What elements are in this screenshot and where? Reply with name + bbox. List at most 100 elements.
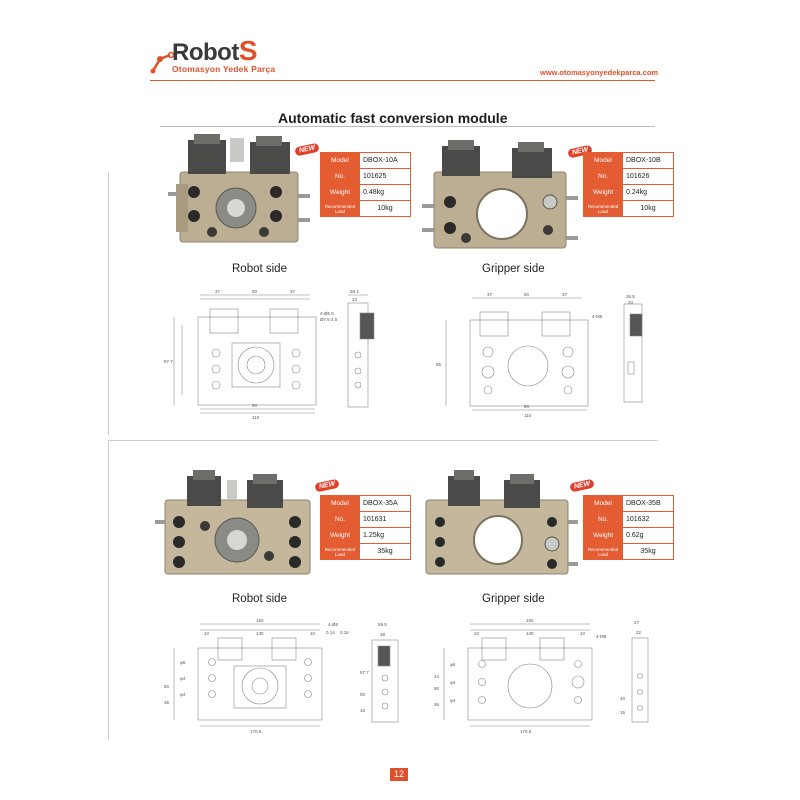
dim-text: 37 xyxy=(562,292,568,297)
spec-label-model: Model xyxy=(320,495,360,512)
dim-text: 130 xyxy=(256,631,264,636)
new-badge: NEW xyxy=(569,478,596,493)
spec-no-value: 101626 xyxy=(622,168,674,185)
dim-text: 50 xyxy=(524,292,530,297)
dim-text: φ4 xyxy=(450,698,456,703)
dim-text: φ4 xyxy=(180,692,186,697)
header-rule xyxy=(150,80,655,81)
spec-weight-value: 0.62g xyxy=(622,527,674,544)
dim-text: 50 xyxy=(252,289,258,294)
dim-text: 10 xyxy=(580,631,586,636)
product-photo-dbox-10b xyxy=(422,140,578,249)
dim-text: 38 xyxy=(380,632,386,637)
caption-gripper-side-2: Gripper side xyxy=(482,593,545,605)
technical-drawing-dbox-35b: 150 130 10 10 170.6 44 80 36 4-M8 40 15 … xyxy=(434,618,649,734)
dim-text: 90 xyxy=(524,404,530,409)
title-divider xyxy=(160,126,655,127)
dim-text: 97.7 xyxy=(360,670,369,675)
technical-drawing-dbox-10a: 37 50 37 110 90 87.7 4-Ø5.5 Ø7.5 4.5 39.… xyxy=(164,289,375,420)
dim-text: 85 xyxy=(436,362,442,367)
spec-model-value: DBOX-10B xyxy=(622,152,674,169)
dim-text: 36 xyxy=(434,702,440,707)
spec-no-value: 101632 xyxy=(622,511,674,528)
spec-label-load: Recommended Load xyxy=(583,543,623,560)
dim-text: φ4 xyxy=(450,680,456,685)
spec-weight-value: 1.25kg xyxy=(359,527,411,544)
brand-name: Robot xyxy=(172,39,239,66)
dim-text: 87.7 xyxy=(164,359,173,364)
dim-text: 59.5 xyxy=(378,622,387,627)
section-frame-left-2 xyxy=(108,440,109,740)
brand-subtitle: Otomasyon Yedek Parça xyxy=(172,64,276,74)
dim-text: 37 xyxy=(487,292,493,297)
brand-name-accent: S xyxy=(238,35,258,66)
brand-logo: RobotS Otomasyon Yedek Parça xyxy=(150,35,280,81)
spec-label-load: Recommended Load xyxy=(320,543,360,560)
spec-label-weight: Weight xyxy=(320,184,360,201)
dim-text: 80 xyxy=(164,684,170,689)
dim-text: 4-Ø8 xyxy=(328,622,339,627)
dim-text: 44 xyxy=(434,674,440,679)
dim-text: 110 xyxy=(524,413,532,418)
spec-label-load: Recommended Load xyxy=(320,200,360,217)
dim-text: 4-M8 xyxy=(596,634,607,639)
section-divider xyxy=(108,440,658,441)
new-badge: NEW xyxy=(294,142,321,157)
spec-label-model: Model xyxy=(320,152,360,169)
dim-text: 40 xyxy=(620,696,626,701)
dim-text: 4-M5 xyxy=(592,314,603,319)
dim-text: 26.5 xyxy=(626,294,635,299)
dim-text: 170.6 xyxy=(520,729,532,734)
dim-text: 15 xyxy=(620,710,626,715)
spec-no-value: 101631 xyxy=(359,511,411,528)
dim-text: 0.16 xyxy=(340,630,349,635)
dim-text: 37 xyxy=(290,289,296,294)
spec-load-value: 10kg xyxy=(622,200,674,217)
spec-label-load: Recommended Load xyxy=(583,200,623,217)
spec-label-weight: Weight xyxy=(583,527,623,544)
spec-model-value: DBOX-10A xyxy=(359,152,411,169)
dim-text: φ6 xyxy=(450,662,456,667)
dim-text: 37 xyxy=(215,289,221,294)
dim-text: 10 xyxy=(474,631,480,636)
dim-text: φ4 xyxy=(180,676,186,681)
spec-label-weight: Weight xyxy=(583,184,623,201)
product-photo-dbox-10a xyxy=(168,134,310,243)
spec-load-value: 10kg xyxy=(359,200,411,217)
spec-weight-value: 0.48kg xyxy=(359,184,411,201)
dim-text: 90 xyxy=(252,403,258,408)
dim-text: 10 xyxy=(310,631,316,636)
caption-robot-side-1: Robot side xyxy=(232,263,287,275)
spec-no-value: 101625 xyxy=(359,168,411,185)
page-title: Automatic fast conversion module xyxy=(278,110,508,126)
dim-text: 22 xyxy=(636,630,642,635)
dim-text: 170.6 xyxy=(250,729,262,734)
spec-label-model: Model xyxy=(583,495,623,512)
dim-text: 15 xyxy=(360,708,366,713)
dim-text: Ø7.5 4.5 xyxy=(320,317,338,322)
spec-label-no: No. xyxy=(583,511,623,528)
section-frame-left-1 xyxy=(108,172,109,435)
website-url[interactable]: www.otomasyonyedekparca.com xyxy=(540,68,659,77)
dim-text: 27 xyxy=(634,620,640,625)
caption-gripper-side-1: Gripper side xyxy=(482,263,545,275)
dim-text: 110 xyxy=(252,415,260,420)
product-photo-dbox-35a xyxy=(155,470,311,575)
dim-text: 150 xyxy=(526,618,534,623)
dim-text: φ6 xyxy=(180,660,186,665)
dim-text: 90 xyxy=(360,692,366,697)
product-photo-dbox-35b xyxy=(425,470,578,575)
dim-text: 20 xyxy=(628,300,634,305)
dim-text: 39.1 xyxy=(350,289,359,294)
page-number: 12 xyxy=(390,768,408,781)
technical-drawing-dbox-35a: 150 130 10 10 170.6 80 38 4-Ø8 0.14 0.16… xyxy=(164,618,399,734)
technical-drawing-dbox-10b: 37 50 37 90 110 85 4-M5 26.5 20 xyxy=(436,292,643,418)
spec-label-no: No. xyxy=(320,168,360,185)
dim-text: 130 xyxy=(526,631,534,636)
spec-model-value: DBOX-35A xyxy=(359,495,411,512)
dim-text: 10 xyxy=(204,631,210,636)
